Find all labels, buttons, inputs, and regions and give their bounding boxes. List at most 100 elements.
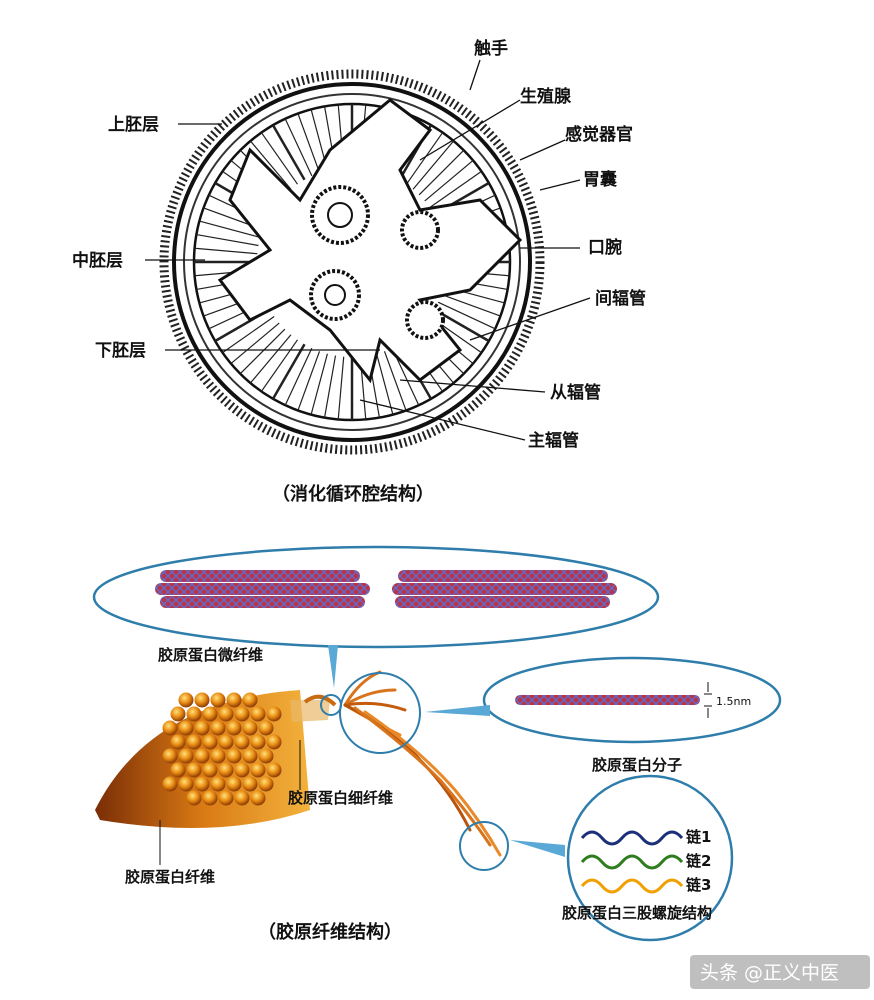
radial-canal-line [412,140,455,190]
gastric-pouch-3 [400,210,440,250]
fibril-bead [242,692,258,708]
gastric-pouch-2 [309,269,361,321]
fibril-bead [218,762,234,778]
fibril-bead [202,706,218,722]
label-fiber: 胶原蛋白纤维 [125,868,215,886]
radial-canal-line [196,233,259,247]
label-adradial-canal: 从辐管 [550,382,601,403]
fibril-bead [250,706,266,722]
radial-canal-line [284,118,313,177]
zoom-circle-microfibril [339,672,421,754]
fibril-tip [290,700,330,722]
top-labels: 触手 生殖腺 感觉器官 胃囊 口腕 间辐管 上胚层 中胚层 下胚层 从辐管 主辐… [72,38,646,505]
pointer-molecule [425,705,490,716]
fibril-bead [210,776,226,792]
fibril-bead [186,734,202,750]
radial-canal-line [383,351,407,411]
radial-canal-line [230,322,280,365]
collagen-fiber [95,690,337,828]
fibril-bead [250,734,266,750]
fibril-bead [178,692,194,708]
radial-canal-line [271,124,306,181]
label-mesoglea: 中胚层 [72,250,123,271]
fibril-bead [242,720,258,736]
fibril-bead [226,692,242,708]
microfibril-bundle-right [392,570,617,608]
microfibril-callout [92,545,660,688]
fibril-strands [343,670,502,857]
radial-canal-line [405,132,444,185]
molecule-rod [515,695,700,705]
fibril-bead [194,748,210,764]
fibril-bead [218,706,234,722]
caption-digestive: （消化循环腔结构） [272,483,434,505]
radial-canal-line [260,132,299,185]
label-sense-organ: 感觉器官 [565,124,633,145]
fibril-bead [242,748,258,764]
microfibril-bundle-left [155,570,370,608]
helix-callout: 链1 链2 链3 [510,774,734,942]
radial-canal-line [284,347,313,406]
label-oral-arm: 口腕 [588,237,622,258]
label-fibril: 胶原蛋白细纤维 [288,789,393,807]
radial-canal-line [249,140,292,190]
fibril-bead [250,762,266,778]
fibril-bead [202,790,218,806]
radial-canal-line [424,159,474,202]
fibril-bead [194,720,210,736]
radial-canal-line [376,353,394,415]
fibril-bead [258,720,274,736]
radial-canal-line [297,113,321,173]
radial-canal-line [441,293,501,317]
radial-canal-line [222,315,275,354]
fibril-bead [226,748,242,764]
label-microfibril: 胶原蛋白微纤维 [158,646,263,664]
fibril-bead [194,692,210,708]
fibril-bead [170,734,186,750]
fibril-bead [178,748,194,764]
label-interradial-canal: 间辐管 [595,288,646,309]
radial-canal-line [429,170,482,209]
fibril-bead [210,692,226,708]
fibril-bead [202,762,218,778]
pointer-microfibril [328,645,338,688]
fibril-bead [170,762,186,778]
fibril-bead [162,748,178,764]
label-gonad: 生殖腺 [520,86,572,107]
fibril-bead [226,720,242,736]
fibril-bead [186,762,202,778]
label-endoderm: 下胚层 [95,341,146,361]
fibril-bead [234,762,250,778]
fibril-bead [194,776,210,792]
label-tentacle: 触手 [473,38,508,59]
fibril-bead [218,790,234,806]
radial-canal-line [194,247,258,255]
radial-canal-line [437,301,496,330]
label-molecule: 胶原蛋白分子 [592,756,682,774]
medusa-diagram [159,69,545,455]
gastric-pouch-4 [405,300,445,340]
mesoglea-ring [183,93,521,431]
fibril-bead [170,706,186,722]
radial-canal-line [297,351,321,411]
fibril-bead [178,776,194,792]
size-label: 1.5nm [716,695,751,708]
gastric-pouch-1 [310,185,370,245]
fibril-bead [266,734,282,750]
fibril-bead [162,720,178,736]
label-triple-helix: 胶原蛋白三股螺旋结构 [562,904,712,922]
radial-canal-line [310,353,328,415]
fibril-bead [250,790,266,806]
radial-canal-line [271,343,306,400]
fibril-beads [162,692,282,806]
fibril-bead [210,748,226,764]
chain-1-label: 链1 [686,828,711,846]
fibril-bead [242,776,258,792]
chain-3-label: 链3 [686,876,711,894]
zoom-circle-helix [459,821,509,871]
caption-collagen: （胶原纤维结构） [258,921,402,943]
fibril-bead [266,762,282,778]
fibril-bead [226,776,242,792]
pointer-helix [510,840,565,857]
radial-canal-line [260,339,299,392]
